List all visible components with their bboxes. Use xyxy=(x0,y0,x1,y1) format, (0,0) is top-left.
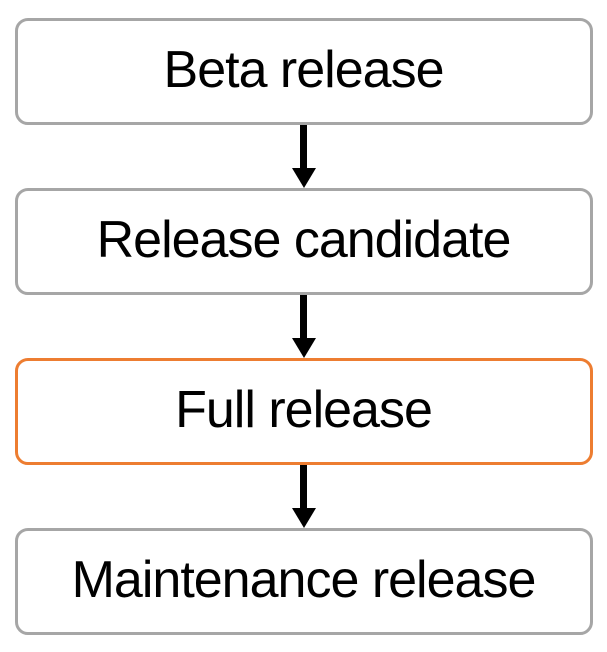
down-arrow-icon xyxy=(291,125,316,188)
node-label-full-release: Full release xyxy=(175,380,433,439)
node-release-candidate: Release candidate xyxy=(14,188,593,295)
arrow-shaft xyxy=(300,295,307,338)
arrow-head xyxy=(291,168,316,188)
arrow-head xyxy=(291,508,316,528)
node-label-release-candidate: Release candidate xyxy=(96,210,512,269)
arrow-shaft xyxy=(300,465,307,508)
arrow-head xyxy=(291,338,316,358)
arrow-shaft xyxy=(300,125,307,168)
node-beta-release: Beta release xyxy=(14,18,593,125)
down-arrow-icon xyxy=(291,465,316,528)
down-arrow-icon xyxy=(291,295,316,358)
node-label-maintenance-release: Maintenance release xyxy=(71,550,537,609)
node-full-release: Full release xyxy=(14,358,593,465)
node-label-beta-release: Beta release xyxy=(163,40,445,99)
node-maintenance-release: Maintenance release xyxy=(14,528,593,635)
